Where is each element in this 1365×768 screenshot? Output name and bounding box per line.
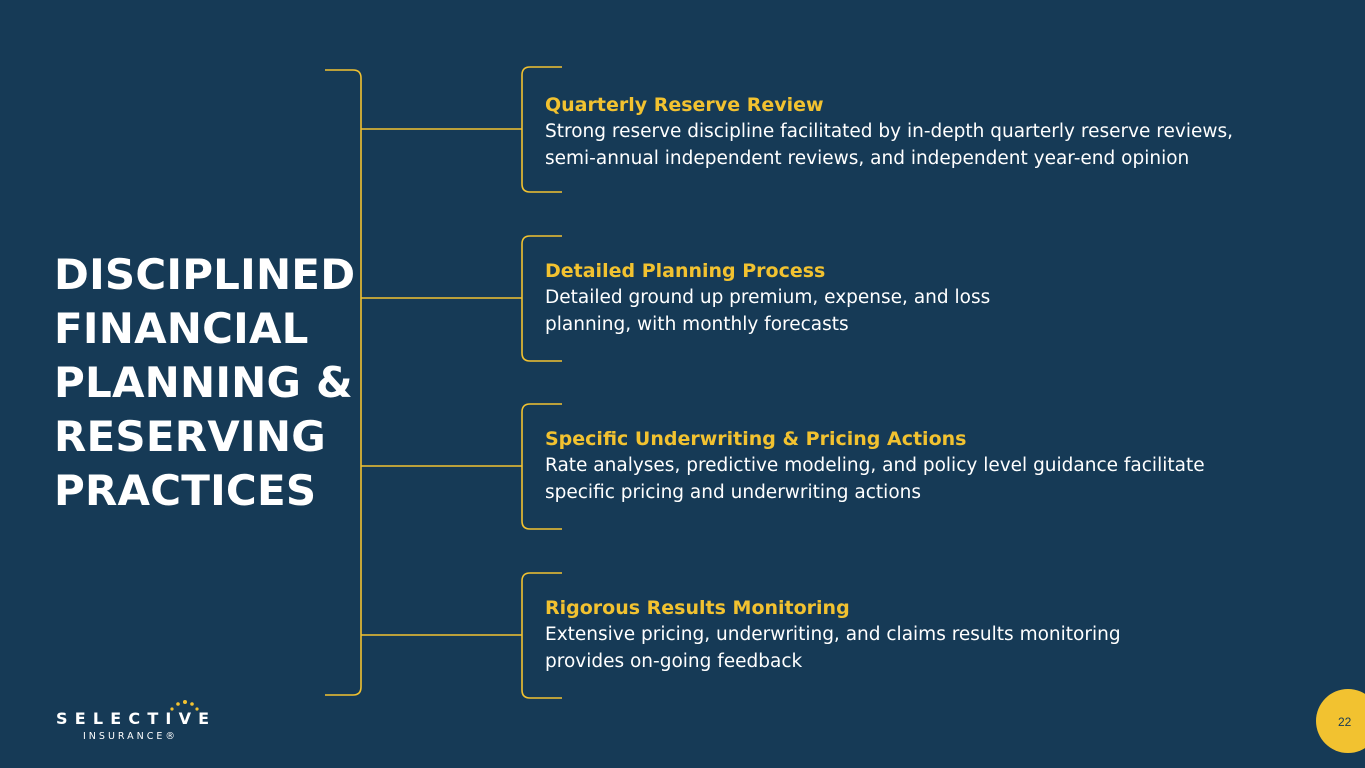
item-title: Specific Underwriting & Pricing Actions [545,428,967,450]
title-line: PLANNING & [54,358,353,407]
item-title: Rigorous Results Monitoring [545,597,850,619]
item-description-line: Strong reserve discipline facilitated by… [545,121,1233,142]
item-description: Strong reserve discipline facilitated by… [545,118,1305,172]
title-line: PRACTICES [54,466,317,515]
page-number: 22 [1338,715,1352,729]
main-bracket [325,69,362,696]
logo-dots-icon [170,700,199,711]
item-description: Rate analyses, predictive modeling, and … [545,452,1305,506]
page-number-badge [1316,689,1365,753]
item-bracket [521,235,562,362]
slide-title: DISCIPLINED FINANCIAL PLANNING & RESERVI… [54,248,364,518]
item-quarterly-reserve-review: Quarterly Reserve Review Strong reserve … [545,92,1305,172]
title-line: RESERVING [54,412,326,461]
item-title: Detailed Planning Process [545,260,826,282]
title-line: FINANCIAL [54,304,309,353]
item-title: Quarterly Reserve Review [545,94,824,116]
item-description-line: semi-annual independent reviews, and ind… [545,148,1190,169]
item-description-line: Extensive pricing, underwriting, and cla… [545,624,1121,645]
item-description: Detailed ground up premium, expense, and… [545,284,1305,338]
item-detailed-planning-process: Detailed Planning Process Detailed groun… [545,258,1305,338]
logo-wordmark: SELECTIVE [56,709,217,728]
item-description-line: Detailed ground up premium, expense, and… [545,287,991,308]
title-line: DISCIPLINED [54,250,356,299]
item-bracket [521,66,562,193]
item-rigorous-results-monitoring: Rigorous Results Monitoring Extensive pr… [545,595,1305,675]
item-bracket [521,572,562,699]
selective-insurance-logo: SELECTIVE INSURANCE® [56,700,216,746]
item-bracket [521,403,562,530]
item-description: Extensive pricing, underwriting, and cla… [545,621,1305,675]
logo-subtitle: INSURANCE® [83,731,178,742]
item-description-line: Rate analyses, predictive modeling, and … [545,455,1205,476]
item-specific-underwriting-pricing-actions: Specific Underwriting & Pricing Actions … [545,426,1305,506]
item-description-line: provides on-going feedback [545,651,803,672]
item-description-line: specific pricing and underwriting action… [545,482,921,503]
item-description-line: planning, with monthly forecasts [545,314,849,335]
